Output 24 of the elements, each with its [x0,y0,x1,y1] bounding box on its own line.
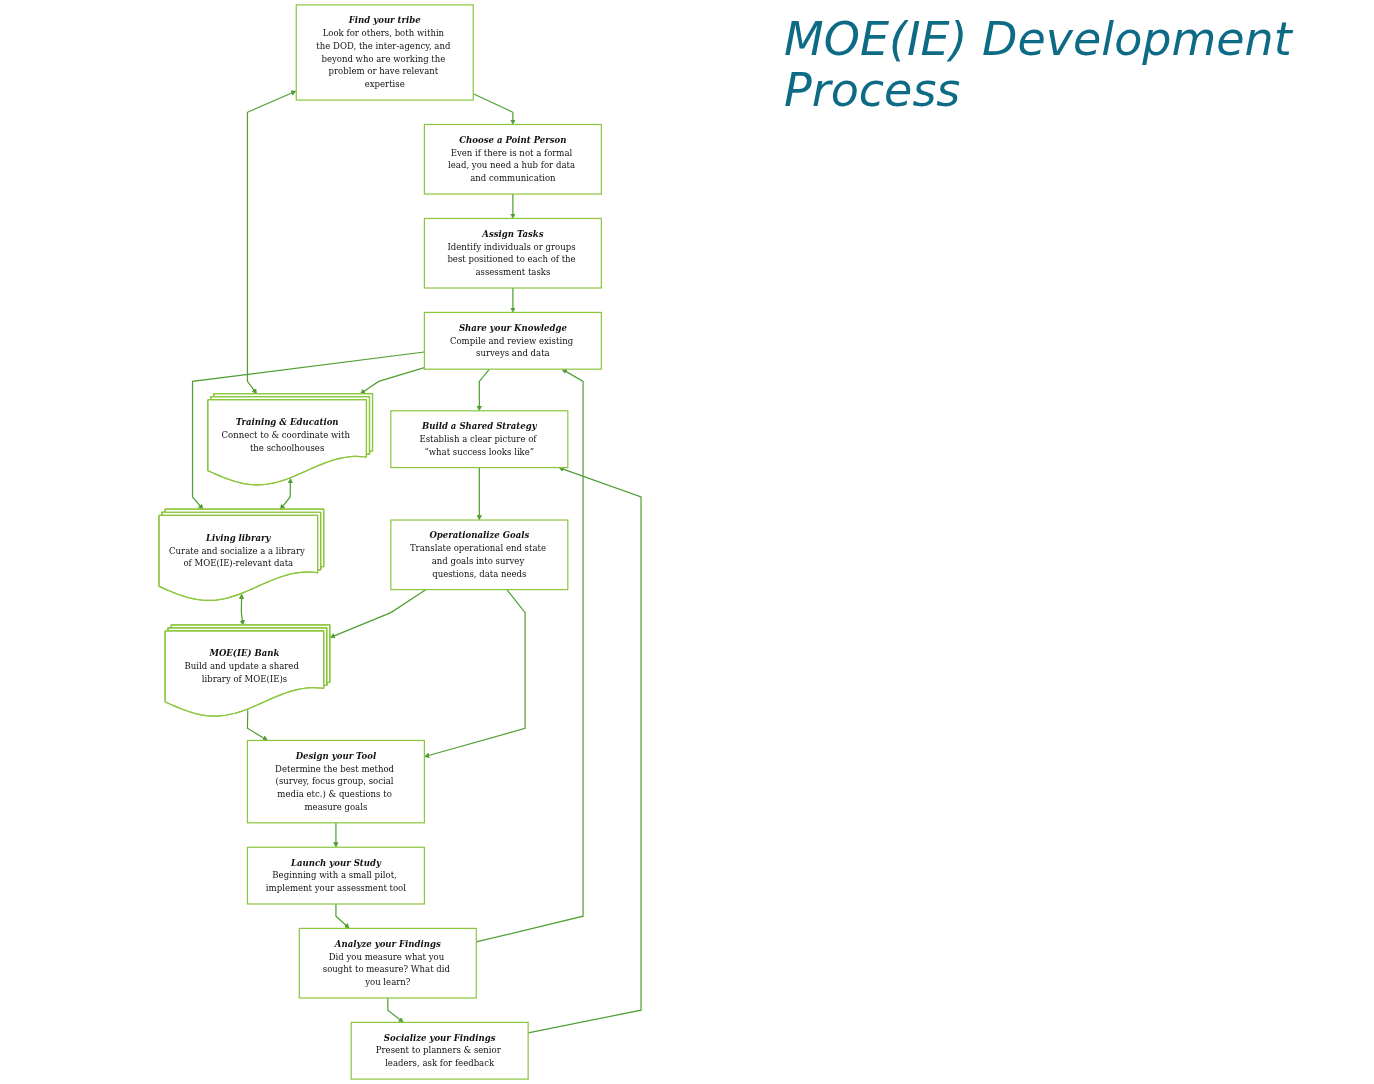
node-box: Assign Tasks Identify individuals or groups best positioned to each of the assessment tasks [423,217,602,289]
node-box: Operationalize Goals Translate operational end state and goals into survey questions, data needs [390,519,569,591]
arrow [424,589,526,758]
arrow [476,466,482,521]
node-box: Launch your Study Beginning with a small pilot, implement your assessment tool [246,846,426,905]
node-box: Find your tribe Look for others, both within the DOD, the inter-agency, and beyond who are working the problem or have relevant expertise [295,4,474,101]
arrow [510,287,516,313]
node-box: Analyze your Findings Did you measure what you sought to measure? What did you learn? [298,927,477,999]
arrow [476,368,491,412]
node-box: Choose a Point Person Even if there is not a formal lead, you need a hub for data and communication [423,123,602,195]
arrow [191,351,426,510]
arrow [510,193,516,219]
arrow [329,589,427,639]
arrow [279,478,294,510]
arrow [475,368,584,943]
node-box: Build a Shared Strategy Establish a clear picture of “what success looks like” [390,410,569,469]
arrow [387,997,404,1023]
diagram-title: MOE(IE) Development Process [784,14,1294,116]
node-box: Share your Knowledge Compile and review existing surveys and data [423,311,602,370]
node-box: Design your Tool Determine the best method (survey, focus group, social media etc.) & questions to measure goals [246,739,426,824]
node-box: Socialize your Findings Present to planners & senior leaders, ask for feedback [350,1021,529,1080]
arrow [246,708,268,741]
arrow [333,822,339,848]
arrow [335,903,350,929]
